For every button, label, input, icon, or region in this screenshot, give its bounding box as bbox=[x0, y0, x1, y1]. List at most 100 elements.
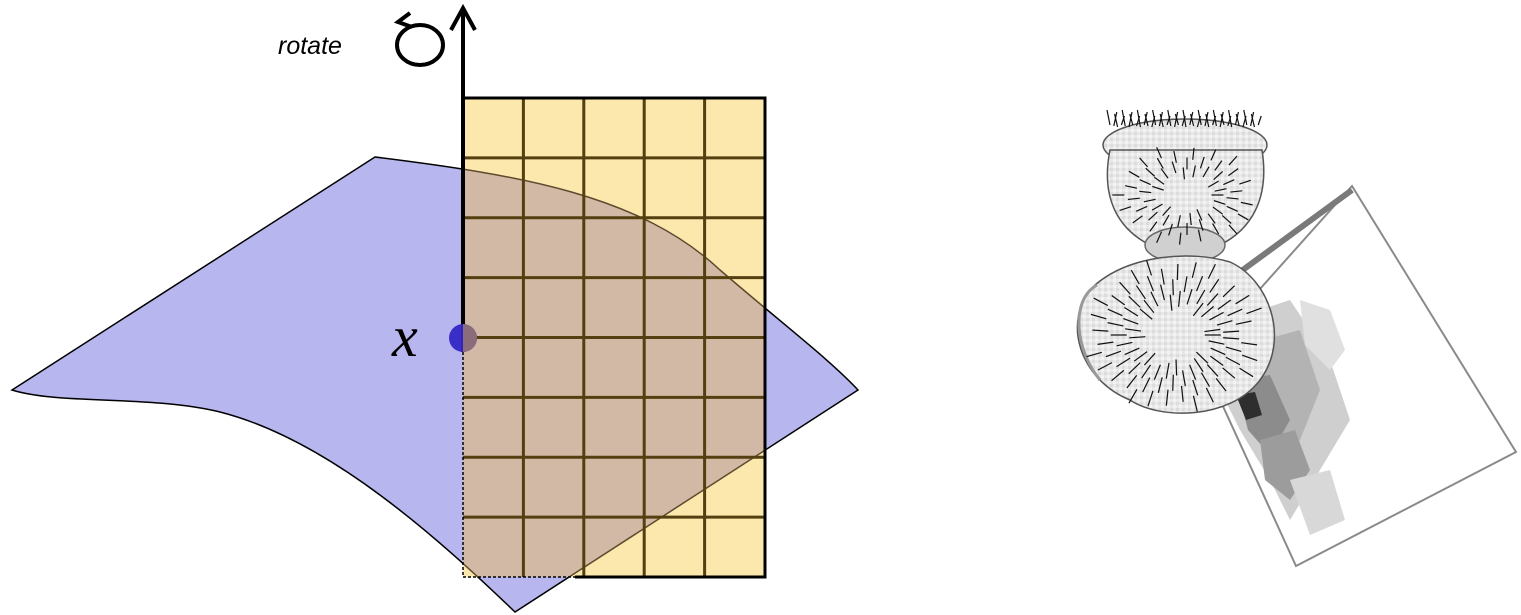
surface-normal bbox=[1215, 378, 1227, 392]
surface-normal bbox=[1152, 109, 1157, 126]
surface-normal bbox=[1210, 149, 1217, 161]
surface-normal bbox=[1216, 320, 1233, 326]
surface-normal bbox=[1097, 362, 1113, 371]
surface-normal bbox=[1157, 377, 1163, 393]
surface-normal bbox=[1239, 179, 1251, 185]
surface-normal bbox=[1162, 206, 1172, 217]
surface-normal bbox=[1250, 113, 1255, 128]
surface-normal bbox=[1222, 367, 1236, 379]
surface-normal bbox=[1190, 113, 1195, 127]
surface-normal bbox=[1225, 356, 1241, 366]
surface-normal bbox=[1174, 111, 1179, 128]
image-plane-border bbox=[463, 96, 767, 579]
surface-normal bbox=[1223, 330, 1240, 333]
surface-normal bbox=[1128, 111, 1133, 128]
surface-normal bbox=[1228, 109, 1233, 128]
surface-normal bbox=[1206, 293, 1219, 306]
surface-normal bbox=[1221, 214, 1232, 224]
surface-normal bbox=[1156, 231, 1163, 244]
axis-arrowhead bbox=[449, 3, 477, 31]
surface-normal bbox=[1107, 322, 1124, 327]
surface-normal bbox=[1129, 113, 1134, 126]
surface-normal bbox=[1097, 341, 1114, 345]
surface-normal bbox=[1192, 379, 1199, 396]
surface-normal bbox=[1212, 206, 1224, 215]
surface-normal bbox=[1143, 352, 1156, 366]
surface-normal bbox=[1182, 109, 1187, 128]
surface-normal bbox=[1230, 190, 1243, 193]
surface-normal bbox=[1125, 185, 1138, 189]
surface-normal bbox=[1141, 364, 1152, 379]
surface-normal bbox=[1209, 278, 1220, 293]
surface-normal bbox=[1223, 179, 1235, 186]
surface-normal bbox=[1167, 109, 1172, 127]
surface-normal bbox=[1147, 390, 1154, 407]
surface-normal bbox=[1177, 215, 1181, 228]
surface-normal bbox=[1156, 146, 1163, 159]
surface-normal bbox=[1105, 350, 1122, 358]
surface-normal bbox=[1130, 269, 1140, 285]
surface-normal bbox=[1114, 113, 1119, 128]
surface-normal bbox=[1111, 369, 1125, 382]
surface-normal bbox=[1128, 295, 1141, 308]
surface-normal bbox=[1123, 317, 1139, 325]
surface-normal bbox=[1198, 219, 1204, 231]
surface-normal bbox=[1210, 347, 1226, 356]
surface-normal bbox=[1182, 167, 1186, 180]
surface-normal bbox=[1200, 306, 1214, 318]
rotate-arrow-icon bbox=[393, 11, 445, 67]
surface-normal bbox=[1196, 275, 1204, 292]
surface-normal bbox=[1159, 284, 1166, 301]
surface-normal bbox=[1177, 290, 1181, 307]
surface-normal bbox=[1226, 205, 1239, 212]
surface-normal bbox=[1196, 289, 1206, 305]
surface-normal bbox=[1186, 289, 1193, 305]
surface-normal bbox=[1169, 294, 1173, 311]
surface-normal bbox=[1212, 223, 1220, 235]
surface-normal bbox=[1195, 351, 1209, 364]
surface-normal bbox=[1176, 263, 1179, 281]
overlap-region bbox=[463, 168, 765, 577]
surface-normal bbox=[1235, 294, 1250, 305]
surface-normal bbox=[1124, 347, 1140, 356]
surface-normal bbox=[1139, 190, 1152, 194]
surface-normal bbox=[1119, 281, 1131, 295]
surface-normal bbox=[1090, 313, 1107, 320]
surface-normal bbox=[1207, 264, 1216, 279]
surface-normal bbox=[1136, 109, 1141, 128]
surface-normal bbox=[1192, 395, 1198, 412]
surface-normal bbox=[1223, 337, 1240, 340]
surface-normal bbox=[1160, 168, 1169, 179]
surface-normal bbox=[1159, 113, 1164, 128]
surface-normal bbox=[1226, 197, 1239, 200]
surface-normal bbox=[1145, 167, 1156, 177]
surface-normal bbox=[1143, 299, 1155, 314]
spin-image-schematic: rotate x bbox=[10, 3, 860, 613]
surface-normal bbox=[1154, 176, 1165, 185]
surface-normal bbox=[1192, 165, 1196, 178]
hidden-plane-edge bbox=[462, 352, 575, 578]
surface-normal bbox=[1227, 308, 1243, 317]
surface-normal bbox=[1209, 311, 1224, 321]
surface-normal bbox=[1219, 111, 1224, 128]
surface-normal bbox=[1197, 109, 1202, 126]
surface-normal bbox=[1240, 201, 1253, 206]
surface-normal bbox=[1139, 157, 1149, 168]
point-marker-half bbox=[463, 324, 477, 352]
surface-normal bbox=[1086, 351, 1103, 358]
surface-normal bbox=[1228, 168, 1239, 177]
surface-normal bbox=[1208, 340, 1225, 345]
surface-normal bbox=[1207, 213, 1216, 224]
surface-normal bbox=[1257, 115, 1262, 126]
surface-normal bbox=[1143, 198, 1156, 203]
surface-normal bbox=[1126, 374, 1138, 389]
surface-normal bbox=[1128, 362, 1141, 375]
surface-normal bbox=[1092, 329, 1109, 332]
spin-axis-rod bbox=[1238, 187, 1354, 275]
surface-normal bbox=[1235, 320, 1252, 325]
surface-normal bbox=[1165, 362, 1170, 379]
surface-normal bbox=[1202, 166, 1210, 178]
surface-normal bbox=[1111, 294, 1126, 306]
surface-normal bbox=[1127, 197, 1140, 201]
